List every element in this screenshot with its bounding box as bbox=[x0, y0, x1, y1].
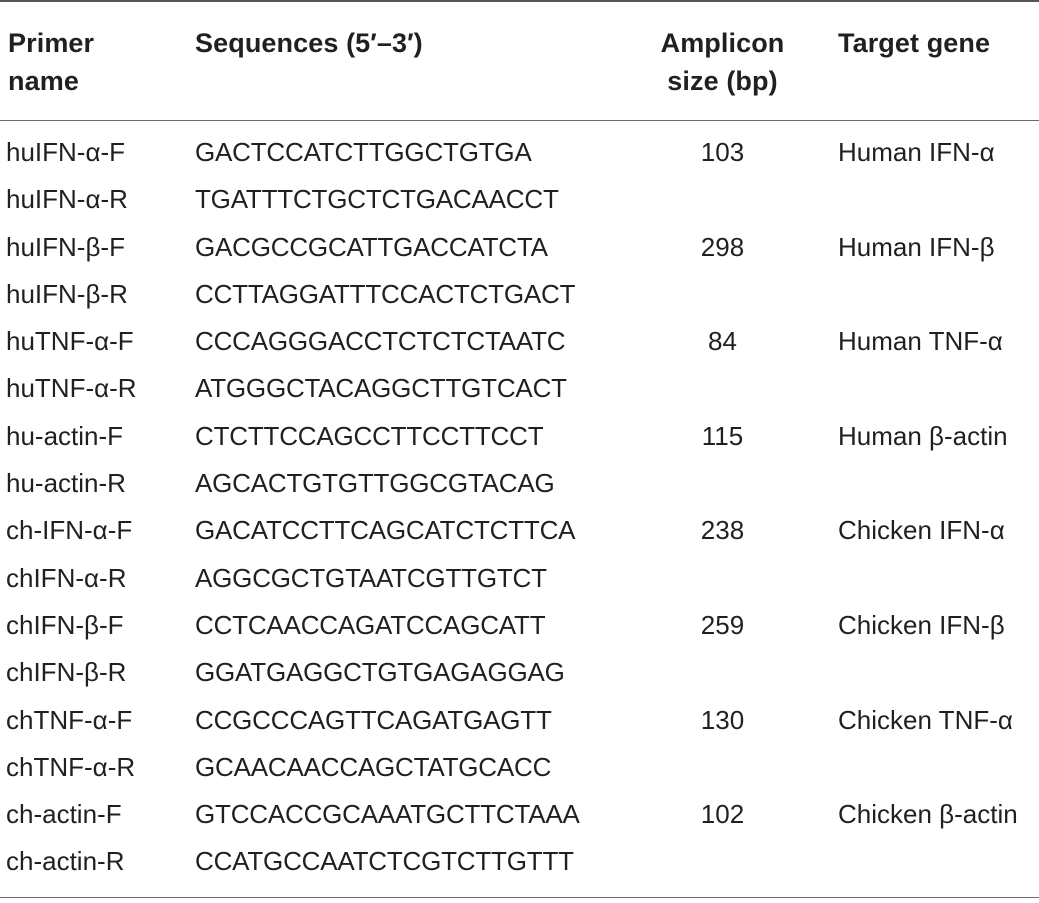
sequence-cell: GACGCCGCATTGACCATCTA bbox=[195, 231, 548, 262]
header-sequences: Sequences (5′–3′) bbox=[195, 28, 423, 58]
table-body: huIFN-α-F GACTCCATCTTGGCTGTGA 103 Human … bbox=[0, 129, 1039, 886]
amplicon-size-cell: 130 bbox=[700, 704, 745, 735]
primer-name-cell: huIFN-α-F bbox=[6, 137, 126, 167]
header-amplicon-line2: size (bp) bbox=[667, 66, 778, 96]
primer-name-cell: chIFN-α-R bbox=[6, 562, 127, 593]
sequence-cell: CCGCCCAGTTCAGATGAGTT bbox=[195, 704, 552, 735]
header-amplicon-size: Amplicon size (bp) bbox=[640, 24, 805, 100]
amplicon-size-cell: 238 bbox=[700, 515, 745, 546]
sequence-cell: ATGGGCTACAGGCTTGTCACT bbox=[195, 373, 567, 404]
sequence-cell: CCTTAGGATTTCCACTCTGACT bbox=[195, 278, 576, 309]
table-row: chTNF-α-F CCGCCCAGTTCAGATGAGTT 130 Chick… bbox=[0, 697, 1039, 744]
header-target-gene: Target gene bbox=[838, 28, 991, 58]
sequence-cell: CCATGCCAATCTCGTCTTGTTT bbox=[195, 846, 574, 877]
amplicon-size-cell: 298 bbox=[700, 231, 745, 262]
primer-name-cell: ch-IFN-α-F bbox=[6, 515, 133, 546]
table-row: chIFN-β-F CCTCAACCAGATCCAGCATT 259 Chick… bbox=[0, 602, 1039, 649]
amplicon-size-cell: 103 bbox=[700, 137, 745, 167]
sequence-cell: GGATGAGGCTGTGAGAGGAG bbox=[195, 657, 565, 688]
sequence-cell: GACTCCATCTTGGCTGTGA bbox=[195, 137, 532, 167]
target-gene-cell: Human IFN-β bbox=[838, 231, 995, 262]
target-gene-cell: Human β-actin bbox=[838, 420, 1008, 451]
target-gene-cell: Chicken IFN-α bbox=[838, 515, 1005, 546]
table-row: huTNF-α-R ATGGGCTACAGGCTTGTCACT bbox=[0, 365, 1039, 412]
table-row: hu-actin-F CTCTTCCAGCCTTCCTTCCT 115 Huma… bbox=[0, 413, 1039, 460]
table-row: huIFN-α-R TGATTTCTGCTCTGACAACCT bbox=[0, 176, 1039, 223]
sequence-cell: CCCAGGGACCTCTCTCTAATC bbox=[195, 326, 566, 357]
amplicon-size-cell: 102 bbox=[700, 799, 745, 830]
primer-name-cell: hu-actin-F bbox=[6, 420, 124, 451]
sequence-cell: CCTCAACCAGATCCAGCATT bbox=[195, 609, 546, 640]
sequence-cell: AGCACTGTGTTGGCGTACAG bbox=[195, 468, 555, 499]
table-row: huTNF-α-F CCCAGGGACCTCTCTCTAATC 84 Human… bbox=[0, 318, 1039, 365]
primer-name-cell: huIFN-α-R bbox=[6, 184, 128, 215]
table-row: chIFN-β-R GGATGAGGCTGTGAGAGGAG bbox=[0, 649, 1039, 696]
sequence-cell: TGATTTCTGCTCTGACAACCT bbox=[195, 184, 559, 215]
amplicon-size-cell: 259 bbox=[700, 609, 745, 640]
table-row: chTNF-α-R GCAACAACCAGCTATGCACC bbox=[0, 744, 1039, 791]
header-amplicon-line1: Amplicon bbox=[660, 28, 785, 58]
table-row: huIFN-α-F GACTCCATCTTGGCTGTGA 103 Human … bbox=[0, 129, 1039, 176]
amplicon-size-cell: 115 bbox=[701, 420, 744, 451]
target-gene-cell: Chicken IFN-β bbox=[838, 609, 1005, 640]
table-row: ch-actin-F GTCCACCGCAAATGCTTCTAAA 102 Ch… bbox=[0, 791, 1039, 838]
table-row: chIFN-α-R AGGCGCTGTAATCGTTGTCT bbox=[0, 555, 1039, 602]
header-primer-name: Primer name bbox=[8, 24, 168, 100]
sequence-cell: CTCTTCCAGCCTTCCTTCCT bbox=[195, 420, 544, 451]
primer-name-cell: chTNF-α-F bbox=[6, 704, 133, 735]
table-bottom-rule bbox=[0, 897, 1039, 898]
target-gene-cell: Human IFN-α bbox=[838, 137, 995, 167]
primer-name-cell: huTNF-α-F bbox=[6, 326, 134, 357]
primer-name-cell: ch-actin-R bbox=[6, 846, 125, 877]
header-primer-name-line2: name bbox=[8, 66, 79, 96]
primer-name-cell: chIFN-β-R bbox=[6, 657, 127, 688]
primer-name-cell: ch-actin-F bbox=[6, 799, 122, 830]
sequence-cell: GACATCCTTCAGCATCTCTTCA bbox=[195, 515, 576, 546]
target-gene-cell: Human TNF-α bbox=[838, 326, 1003, 357]
table-row: huIFN-β-F GACGCCGCATTGACCATCTA 298 Human… bbox=[0, 224, 1039, 271]
primer-name-cell: chTNF-α-R bbox=[6, 751, 136, 782]
primer-name-cell: huIFN-β-R bbox=[6, 278, 128, 309]
sequence-cell: GTCCACCGCAAATGCTTCTAAA bbox=[195, 799, 580, 830]
target-gene-cell: Chicken TNF-α bbox=[838, 704, 1013, 735]
sequence-cell: GCAACAACCAGCTATGCACC bbox=[195, 751, 552, 782]
primer-name-cell: chIFN-β-F bbox=[6, 609, 124, 640]
primer-name-cell: hu-actin-R bbox=[6, 468, 126, 499]
primer-name-cell: huTNF-α-R bbox=[6, 373, 137, 404]
table-row: ch-IFN-α-F GACATCCTTCAGCATCTCTTCA 238 Ch… bbox=[0, 507, 1039, 554]
table-row: hu-actin-R AGCACTGTGTTGGCGTACAG bbox=[0, 460, 1039, 507]
target-gene-cell: Chicken β-actin bbox=[838, 799, 1018, 830]
primer-name-cell: huIFN-β-F bbox=[6, 231, 125, 262]
header-primer-name-line1: Primer bbox=[8, 28, 95, 58]
sequence-cell: AGGCGCTGTAATCGTTGTCT bbox=[195, 562, 547, 593]
header-separator-rule bbox=[0, 120, 1039, 121]
table-row: ch-actin-R CCATGCCAATCTCGTCTTGTTT bbox=[0, 838, 1039, 885]
table-top-rule bbox=[0, 0, 1039, 2]
amplicon-size-cell: 84 bbox=[708, 326, 737, 357]
table-row: huIFN-β-R CCTTAGGATTTCCACTCTGACT bbox=[0, 271, 1039, 318]
